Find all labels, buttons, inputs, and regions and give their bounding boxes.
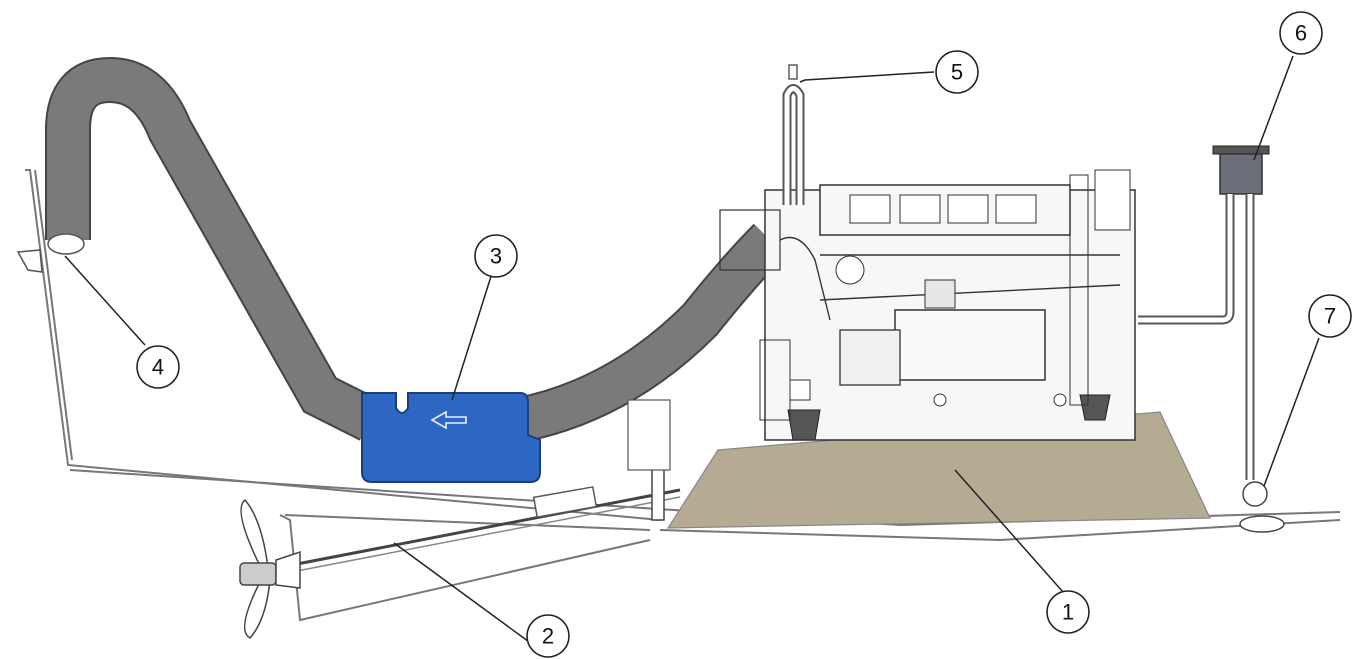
transom-bracket	[16, 249, 43, 273]
callout-2: 2	[526, 614, 570, 658]
seacock	[1239, 481, 1285, 533]
engine	[719, 169, 1136, 441]
callout-5-label: 5	[951, 60, 963, 85]
callout-5: 5	[935, 50, 979, 94]
callout-6: 6	[1279, 11, 1323, 55]
callout-6-label: 6	[1295, 21, 1307, 46]
propeller-shaft	[239, 399, 681, 583]
callout-2-label: 2	[542, 624, 554, 649]
propeller	[239, 498, 301, 639]
callout-7-label: 7	[1324, 304, 1336, 329]
exhaust-hose	[45, 56, 787, 443]
expansion-tank	[1138, 145, 1270, 480]
callout-1-label: 1	[1062, 600, 1074, 625]
callout-3: 3	[474, 234, 518, 278]
callout-4: 4	[136, 345, 180, 389]
callout-4-label: 4	[152, 355, 164, 380]
vented-loop	[782, 64, 805, 205]
callout-7: 7	[1308, 294, 1352, 338]
leader-lines	[64, 55, 1320, 648]
callout-3-label: 3	[490, 244, 502, 269]
callout-1: 1	[1046, 590, 1090, 634]
waterlock-muffler	[361, 392, 541, 483]
